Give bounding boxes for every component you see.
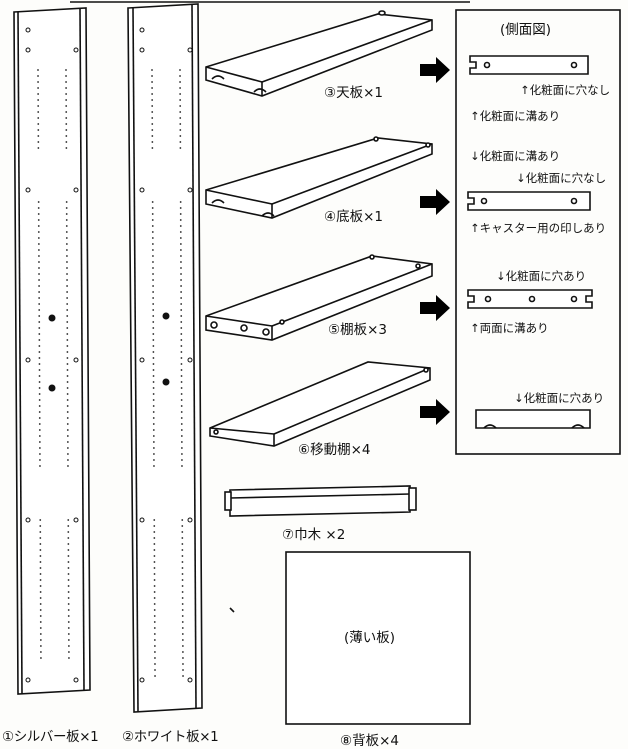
baseboard-drawing [224,485,417,517]
shelf-board-drawing [205,254,433,341]
side-note-1: ↑化粧面に穴なし [520,83,611,97]
label-bottom-board: ④底板×1 [324,209,384,225]
side-profile-movable [475,409,591,429]
side-note-6: ↓化粧面に穴あり [496,269,587,283]
label-back-board: ⑧背板×4 [340,733,400,749]
back-board-note: (薄い板) [344,630,396,646]
side-note-2: ↑化粧面に溝あり [470,109,561,123]
back-board-drawing [285,551,471,725]
bottom-board-drawing [205,136,433,219]
side-note-7: ↑両面に溝あり [470,321,549,335]
silver-panel-drawing [13,7,91,695]
side-view-title: (側面図) [500,22,552,38]
side-note-8: ↓化粧面に穴あり [514,391,605,405]
side-note-5: ↑キャスター用の印しあり [470,221,607,235]
side-profile-top [469,55,589,75]
label-baseboard: ⑦巾木 ×2 [282,527,346,543]
label-top-board: ③天板×1 [324,85,384,101]
label-movable-shelf: ⑥移動棚×4 [298,442,371,458]
movable-shelf-drawing [209,361,431,447]
white-panel-drawing [127,3,203,713]
label-white-panel: ②ホワイト板×1 [122,729,219,745]
label-shelf-board: ⑤棚板×3 [328,322,388,338]
arrow-icons [420,57,450,425]
side-profile-shelf [467,289,593,309]
side-note-3: ↓化粧面に溝あり [470,149,561,163]
side-note-4: ↓化粧面に穴なし [516,171,607,185]
side-profile-bottom [467,191,591,211]
top-board-drawing [205,10,433,97]
label-silver-panel: ①シルバー板×1 [2,729,99,745]
side-view-box [455,9,621,455]
